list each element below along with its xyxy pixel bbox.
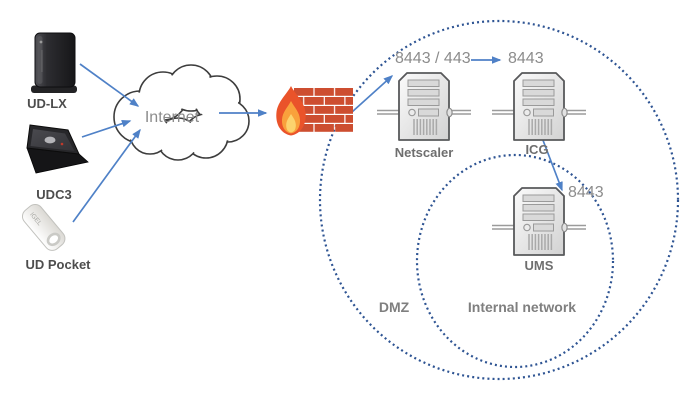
internet-label: Internet — [144, 109, 200, 126]
server-icg — [491, 72, 587, 141]
laptop-cloud-logo — [44, 136, 56, 144]
internet-cloud — [113, 64, 250, 161]
netscaler-label: Netscaler — [394, 145, 454, 160]
usb-loop-hole — [46, 232, 61, 247]
firewall-icon — [276, 86, 353, 136]
device-ud-pocket: IGEL — [21, 204, 66, 251]
device-udc3 — [26, 124, 89, 174]
arrow-icg-to-ums — [540, 134, 563, 192]
netscaler-port-label: 8443 / 443 — [395, 50, 471, 67]
ums-port-label: 8443 — [568, 184, 604, 201]
arrow-udlx-to-internet — [79, 63, 140, 107]
arrow-udpocket-to-internet — [72, 128, 141, 223]
dmz-zone-label: DMZ — [378, 299, 410, 315]
dmz-zone-circle — [318, 19, 680, 381]
internal-network-zone-label: Internal network — [467, 299, 577, 315]
udc3-label: UDC3 — [36, 187, 72, 202]
firewall-flame — [276, 86, 306, 136]
arrow-firewall-to-netscaler — [351, 75, 394, 113]
ud-lx-label: UD-LX — [27, 96, 67, 111]
icg-label: ICG — [525, 142, 549, 157]
ud-pocket-label: UD Pocket — [25, 257, 91, 272]
internal-network-zone-circle — [415, 153, 615, 369]
server-netscaler — [376, 72, 472, 141]
arrow-udc3-to-internet — [81, 119, 132, 138]
icg-port-label: 8443 — [508, 50, 544, 67]
ums-label: UMS — [524, 258, 554, 273]
device-ud-lx — [31, 32, 77, 93]
